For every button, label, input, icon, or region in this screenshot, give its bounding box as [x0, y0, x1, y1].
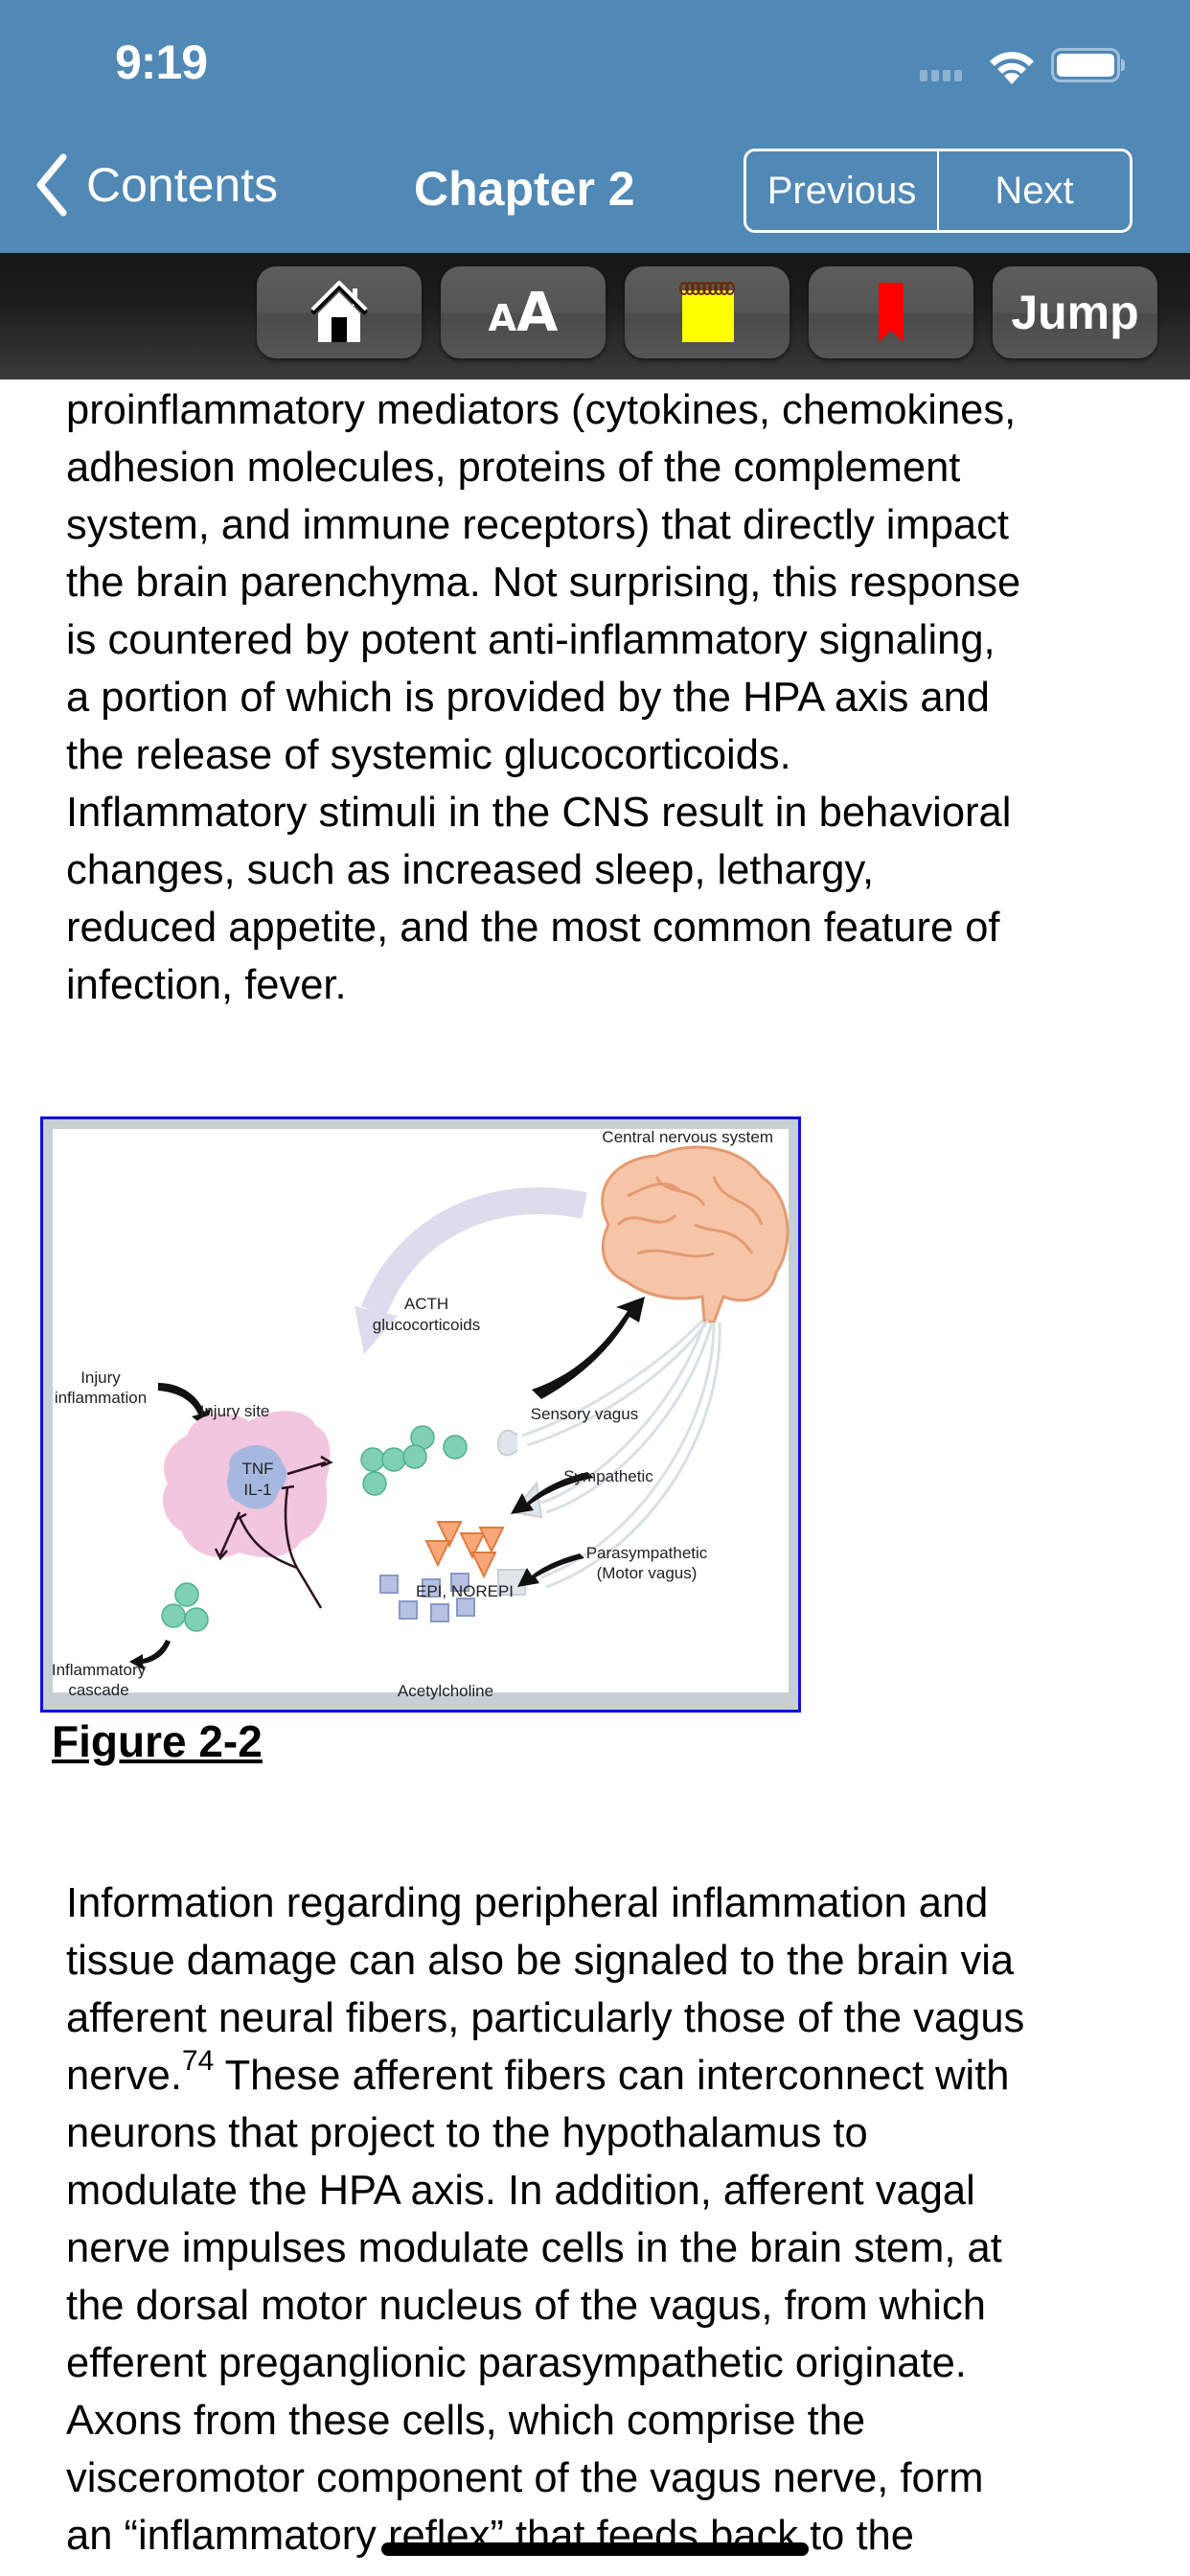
text-line: nerve impulses modulate cells in the bra…: [66, 2225, 1002, 2271]
text-line: nerve.74 These afferent fibers can inter…: [66, 2047, 1149, 2104]
previous-button[interactable]: Previous: [767, 169, 917, 212]
bookmark-button[interactable]: [809, 266, 973, 358]
label-acetylcholine: Acetylcholine: [398, 1682, 493, 1700]
sensory-arrow: [532, 1297, 645, 1399]
text-line: is countered by potent anti-inflammatory…: [66, 617, 995, 663]
label-cascade: cascade: [68, 1681, 128, 1699]
acth-arc: [360, 1186, 587, 1317]
label-tnf: TNF: [241, 1460, 273, 1478]
label-sympathetic: Sympathetic: [563, 1467, 653, 1485]
text-line: the brain parenchyma. Not surprising, th…: [66, 560, 1021, 606]
body-paragraph: proinflammatory mediators (cytokines, ch…: [66, 381, 1149, 1014]
text-line: system, and immune receptors) that direc…: [66, 502, 1009, 548]
jump-button[interactable]: Jump: [993, 266, 1157, 358]
navigation-header: 9:19 Contents Chapter 2 Previous Next: [0, 0, 1190, 253]
inflammatory-reflex-diagram: Central nervous system ACTH glucocortico…: [52, 1128, 790, 1700]
text-fragment: These afferent fibers can interconnect w…: [214, 2053, 1010, 2099]
label-inflammatory: Inflammatory: [52, 1661, 147, 1679]
text-line: changes, such as increased sleep, lethar…: [66, 847, 875, 893]
text-line: the dorsal motor nucleus of the vagus, f…: [66, 2283, 986, 2329]
sympathetic-arrow: [511, 1472, 594, 1514]
text-line: afferent neural fibers, particularly tho…: [66, 1995, 1025, 2041]
label-acth: ACTH: [404, 1295, 448, 1313]
citation-superscript[interactable]: 74: [181, 2045, 215, 2077]
text-line: Inflammatory stimuli in the CNS result i…: [66, 790, 1012, 836]
label-epi-norepi: EPI, NOREPI: [416, 1582, 514, 1600]
reader-toolbar: AA Jump: [0, 253, 1190, 380]
text-line: visceromotor component of the vagus nerv…: [66, 2455, 984, 2501]
text-line: the release of systemic glucocorticoids.: [66, 732, 791, 778]
epinephrine-molecules: [424, 1521, 505, 1579]
home-indicator[interactable]: [381, 2542, 809, 2556]
text-line: Information regarding peripheral inflamm…: [66, 1880, 989, 1926]
status-time: 9:19: [115, 35, 208, 89]
wifi-icon: [990, 52, 1034, 84]
label-sensory-vagus: Sensory vagus: [531, 1405, 638, 1423]
body-paragraph: Information regarding peripheral inflamm…: [66, 1874, 1149, 2564]
label-injury-site: Injury site: [200, 1402, 270, 1420]
next-button[interactable]: Next: [937, 151, 1130, 230]
battery-icon: [1051, 48, 1125, 82]
text-line: neurons that project to the hypothalamus…: [66, 2110, 868, 2156]
font-size-icon: AA: [488, 281, 559, 344]
label-inflammation: inflammation: [55, 1389, 147, 1407]
label-parasympathetic: Parasympathetic: [586, 1544, 708, 1562]
signaling-lines: [214, 1455, 333, 1609]
back-to-contents-button[interactable]: Contents: [33, 153, 278, 217]
label-il1: IL-1: [243, 1481, 271, 1499]
text-line: modulate the HPA axis. In addition, affe…: [66, 2168, 975, 2214]
label-cns: Central nervous system: [602, 1128, 773, 1146]
cellular-signal-icon: [920, 70, 962, 81]
home-button[interactable]: [257, 266, 422, 358]
figure-image[interactable]: Central nervous system ACTH glucocortico…: [40, 1116, 801, 1713]
text-line: infection, fever.: [66, 962, 347, 1008]
bookmark-icon: [879, 283, 904, 342]
chapter-navigation-segmented-control: Previous Next: [744, 149, 1133, 233]
jump-label: Jump: [1011, 286, 1139, 339]
injury-arrow: [158, 1383, 211, 1428]
label-injury: Injury: [80, 1368, 121, 1387]
nerve-fibers: [521, 1319, 721, 1589]
font-size-button[interactable]: AA: [441, 266, 606, 358]
notepad-icon: [679, 282, 735, 342]
text-line: tissue damage can also be signaled to th…: [66, 1938, 1015, 1984]
cascade-arrow: [129, 1640, 171, 1670]
text-line: proinflammatory mediators (cytokines, ch…: [66, 387, 1017, 433]
notes-button[interactable]: [625, 266, 790, 358]
sensory-receptor: [496, 1429, 518, 1457]
figure-caption-link[interactable]: Figure 2-2: [52, 1716, 263, 1766]
text-line: Axons from these cells, which comprise t…: [66, 2398, 866, 2444]
cytokine-molecules: [161, 1425, 468, 1632]
parasympathetic-arrow: [517, 1553, 584, 1587]
text-line: efferent preganglionic parasympathetic o…: [66, 2340, 967, 2386]
brain-illustration: [601, 1145, 790, 1324]
text-fragment: nerve.: [66, 2053, 182, 2099]
label-glucocorticoids: glucocorticoids: [373, 1316, 480, 1334]
back-label: Contents: [86, 158, 279, 212]
house-icon: [310, 281, 368, 342]
text-line: reduced appetite, and the most common fe…: [66, 905, 1000, 951]
page-title: Chapter 2: [414, 162, 635, 216]
text-line: a portion of which is provided by the HP…: [66, 675, 990, 721]
text-line: adhesion molecules, proteins of the comp…: [66, 445, 961, 491]
text-line: an “inflammatory reflex” that feeds back…: [66, 2513, 914, 2559]
label-motor-vagus: (Motor vagus): [597, 1564, 698, 1582]
macrophage-nucleus: [227, 1445, 287, 1509]
chevron-left-icon: [36, 153, 67, 217]
acetylcholine-molecules: [379, 1573, 475, 1622]
acth-arrowhead: [355, 1306, 398, 1354]
